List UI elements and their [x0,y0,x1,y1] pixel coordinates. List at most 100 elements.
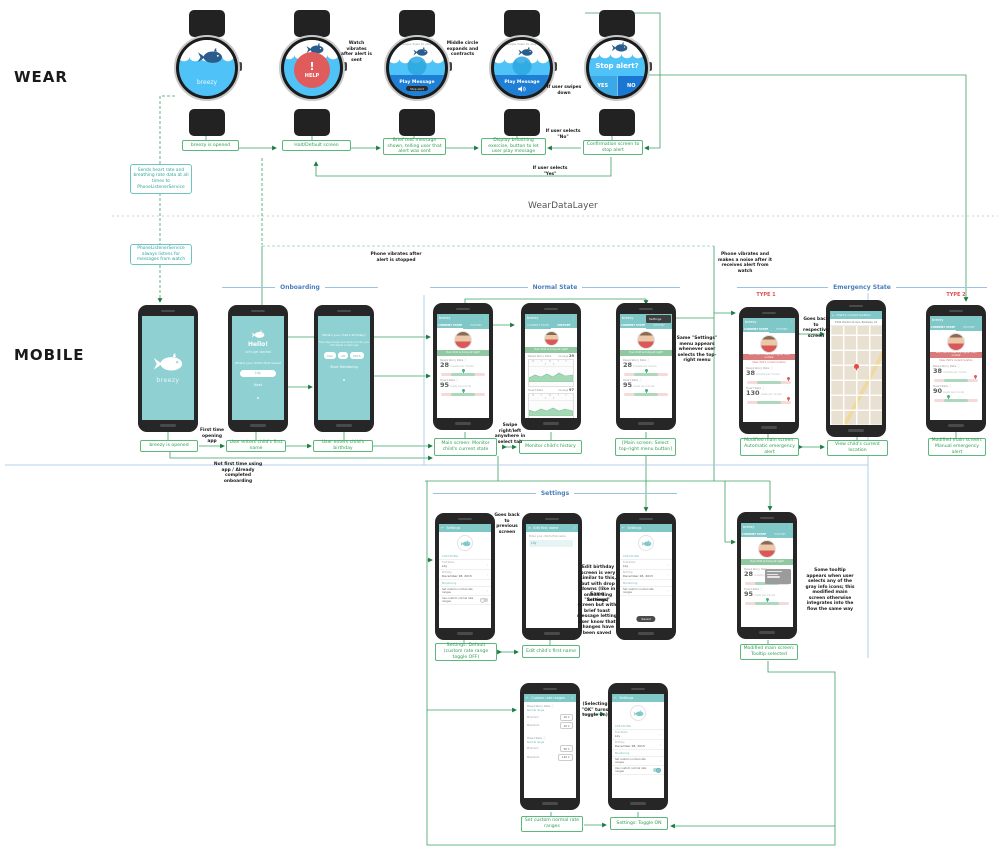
flow-confirmation: Confirmation screen to stop alert [583,140,643,155]
info-icon[interactable]: ⓘ [957,364,960,368]
overflow-menu-icon[interactable]: ⋮ [976,318,980,322]
info-icon[interactable]: ⓘ [551,705,554,708]
stop-alert-pill[interactable]: Stop alert [406,86,428,91]
info-icon[interactable]: ⓘ [949,384,952,388]
view-location-link[interactable]: View child's current location [939,359,973,362]
flow-auto-alert: Modified main screen: Automatic emergenc… [740,438,799,456]
use-custom-ranges-row[interactable]: Use custom normal rate ranges [612,766,664,776]
watch-app-name: breezy [196,79,218,86]
speaker-icon [518,85,526,92]
whale-icon [153,352,183,370]
day-labels: M T W T F S S [529,360,573,367]
back-arrow-icon[interactable]: ← [441,526,444,530]
map-view[interactable] [830,326,882,425]
flow-menu-button: [Main screen: Select top-right menu butt… [615,438,676,456]
menu-item-settings[interactable]: Settings [646,315,671,323]
heart-min-dropdown[interactable]: 80 ▾ [560,745,573,752]
tab-current-state[interactable]: CURRENT STATE [741,532,767,538]
play-message-button[interactable]: Play Message Stop alert [389,75,445,96]
edit-name-input[interactable]: Lily [529,539,573,547]
no-button[interactable]: NO [616,76,645,96]
back-arrow-icon[interactable]: ← [614,696,617,700]
phone-splash: breezy [138,305,198,432]
info-icon[interactable]: ⓘ [647,358,650,362]
back-arrow-icon[interactable]: ← [622,526,625,530]
yes-button[interactable]: YES [589,76,617,96]
back-arrow-icon[interactable]: ← [526,696,529,700]
info-icon[interactable]: ⓘ [464,358,467,362]
day-labels: M T W T F S S [529,394,573,401]
info-icon[interactable]: ⓘ [639,378,642,382]
day-dropdown[interactable]: 28 [338,352,348,360]
use-custom-ranges-row[interactable]: Use custom normal rate ranges [439,596,491,606]
tab-current-state[interactable]: CURRENT STATE [437,323,463,329]
tab-current-state[interactable]: CURRENT STATE [930,325,956,331]
first-name-input[interactable]: Lily [240,369,276,377]
help-button[interactable]: ! HELP [294,52,330,89]
heart-range-bar [440,389,486,396]
tab-history[interactable]: HISTORY [653,323,665,327]
custom-range-toggle-on[interactable] [653,767,661,773]
status-banner: Your child is doing all right! [741,559,793,565]
resp-marker [787,377,791,382]
type2-label: TYPE 2 [946,292,966,298]
tab-current-state[interactable]: CURRENT STATE [743,327,769,333]
check-icon[interactable]: ✓ [573,526,576,530]
next-button[interactable]: Next [254,382,262,387]
overflow-menu-icon[interactable]: ⋮ [571,316,575,320]
child-avatar [758,540,776,558]
watch-stop-alert: Stop alert? YES NO [582,10,652,136]
info-icon[interactable]: ⓘ [770,366,773,370]
year-dropdown[interactable]: 2015 [350,352,364,360]
set-custom-ranges-row[interactable]: Set custom normal rate ranges› [439,587,491,597]
tab-history[interactable]: HISTORY [963,325,975,329]
tab-current-state[interactable]: CURRENT STATE [527,323,549,327]
custom-range-toggle-off[interactable] [480,597,488,603]
set-custom-ranges-row[interactable]: Set custom normal rate ranges› [620,587,672,597]
close-icon[interactable]: ✕ [528,526,531,530]
resp-max-dropdown[interactable]: 40 ▾ [560,722,573,729]
check-icon[interactable]: ✓ [571,696,574,700]
info-icon[interactable]: ⓘ [456,378,459,382]
phone-vibrates-stop-note: Phone vibrates after alert is stopped [370,252,422,263]
phone-history: breezy⋮ CURRENT STATE HISTORY Your child… [521,303,581,430]
overflow-menu-icon[interactable]: ⋮ [789,320,793,324]
play-message-button[interactable]: Play Message [494,75,550,96]
month-dropdown[interactable]: Dec [324,352,337,360]
overflow-menu-icon[interactable]: ⋮ [483,316,487,320]
resp-min-dropdown[interactable]: 20 ▾ [560,713,573,721]
view-location-link[interactable]: View child's current location [752,361,786,364]
whale-icon [413,47,428,56]
tab-history[interactable]: HISTORY [774,532,786,536]
overflow-menu-icon[interactable]: ⋮ [787,525,791,529]
if-no-label: If user selects "No" [545,129,581,140]
start-monitoring-button[interactable]: Start Monitoring [330,365,358,370]
child-avatar [947,333,965,351]
tab-history[interactable]: HISTORY [776,327,788,331]
tooltip-box [765,569,791,584]
info-icon[interactable]: ⓘ [543,736,546,740]
info-icon[interactable]: ⓘ [762,386,765,390]
info-icon[interactable]: ⓘ [760,587,763,591]
tab-history[interactable]: HISTORY [470,323,482,327]
child-avatar [760,335,778,353]
tab-current-state[interactable]: CURRENT STATE [620,323,646,329]
chevron-right-icon: › [486,589,488,594]
resp-history-chart: M T W T F S S [528,359,574,387]
phone-emergency-manual: breezy⋮ CURRENT STATE HISTORY Your child… [926,305,986,432]
back-arrow-icon[interactable]: ← [832,313,835,317]
tab-history[interactable]: HISTORY [551,322,577,329]
set-custom-ranges-row[interactable]: Set custom normal rate ranges› [612,757,664,767]
heart-max-dropdown[interactable]: 120 ▾ [558,753,573,761]
